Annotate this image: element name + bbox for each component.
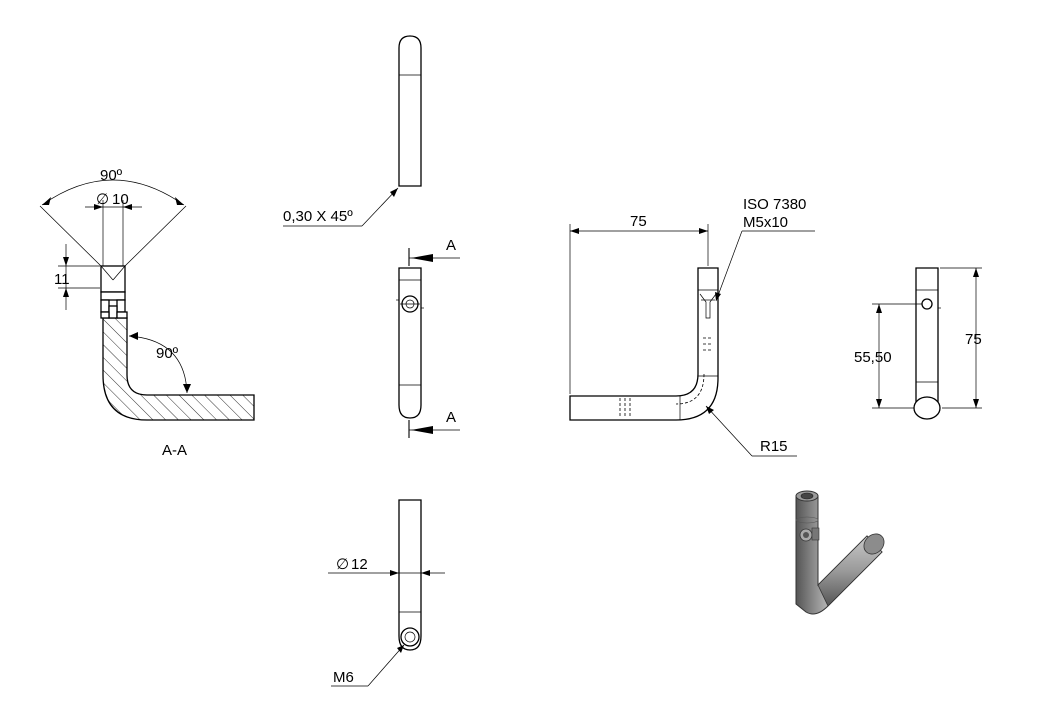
main-width-label: 75 (630, 213, 647, 230)
end-diameter-label: 12 (351, 556, 368, 573)
section-arrow-bottom-label: A (446, 409, 456, 426)
thread-leader: M6 (331, 644, 405, 687)
right-height-dim: 75 (940, 267, 982, 409)
chamfer-label: 0,30 X 45º (283, 208, 353, 225)
section-arrow-bottom: A (408, 409, 460, 438)
end-view: ∅ 12 M6 (328, 499, 445, 687)
bend-radius-callout: R15 (705, 405, 797, 457)
right-view: 75 55,50 (854, 267, 982, 420)
screw-callout: ISO 7380 M5x10 (715, 196, 815, 302)
section-diameter-label: 10 (112, 191, 129, 208)
diameter-symbol: ∅ (96, 191, 109, 208)
hole-height-label: 55,50 (854, 349, 892, 366)
section-depth-dim: 11 (54, 244, 100, 310)
front-view: A A (396, 237, 460, 438)
end-diameter-dim: ∅ 12 (328, 556, 445, 576)
section-view-a-a: 90º ∅ 10 11 90º A-A (39, 167, 255, 459)
section-arrow-top-label: A (446, 237, 456, 254)
side-view-top: 0,30 X 45º (283, 35, 422, 227)
chamfer-leader: 0,30 X 45º (283, 187, 399, 227)
right-height-label: 75 (965, 331, 982, 348)
section-body (102, 317, 255, 421)
main-width-dim: 75 (569, 213, 709, 394)
end-diameter-symbol: ∅ (336, 556, 349, 573)
section-arrow-top: A (408, 237, 460, 266)
countersink-angle-label: 90º (100, 167, 123, 184)
hole-height-dim: 55,50 (854, 303, 922, 409)
bend-angle-label: 90º (156, 345, 179, 362)
countersink-detail (100, 265, 128, 319)
section-diameter-dim: ∅ 10 (85, 191, 142, 266)
isometric-view (795, 490, 885, 615)
thread-label: M6 (333, 669, 354, 686)
screw-standard-label: ISO 7380 (743, 196, 806, 213)
section-view-label: A-A (162, 442, 187, 459)
bend-radius-label: R15 (760, 438, 788, 455)
main-view: 75 ISO 7380 M5x10 R15 (569, 196, 815, 457)
countersink-angle-dim: 90º (39, 167, 187, 267)
screw-size-label: M5x10 (743, 214, 788, 231)
bend-angle-dim: 90º (128, 332, 191, 394)
section-depth-label: 11 (54, 271, 70, 288)
